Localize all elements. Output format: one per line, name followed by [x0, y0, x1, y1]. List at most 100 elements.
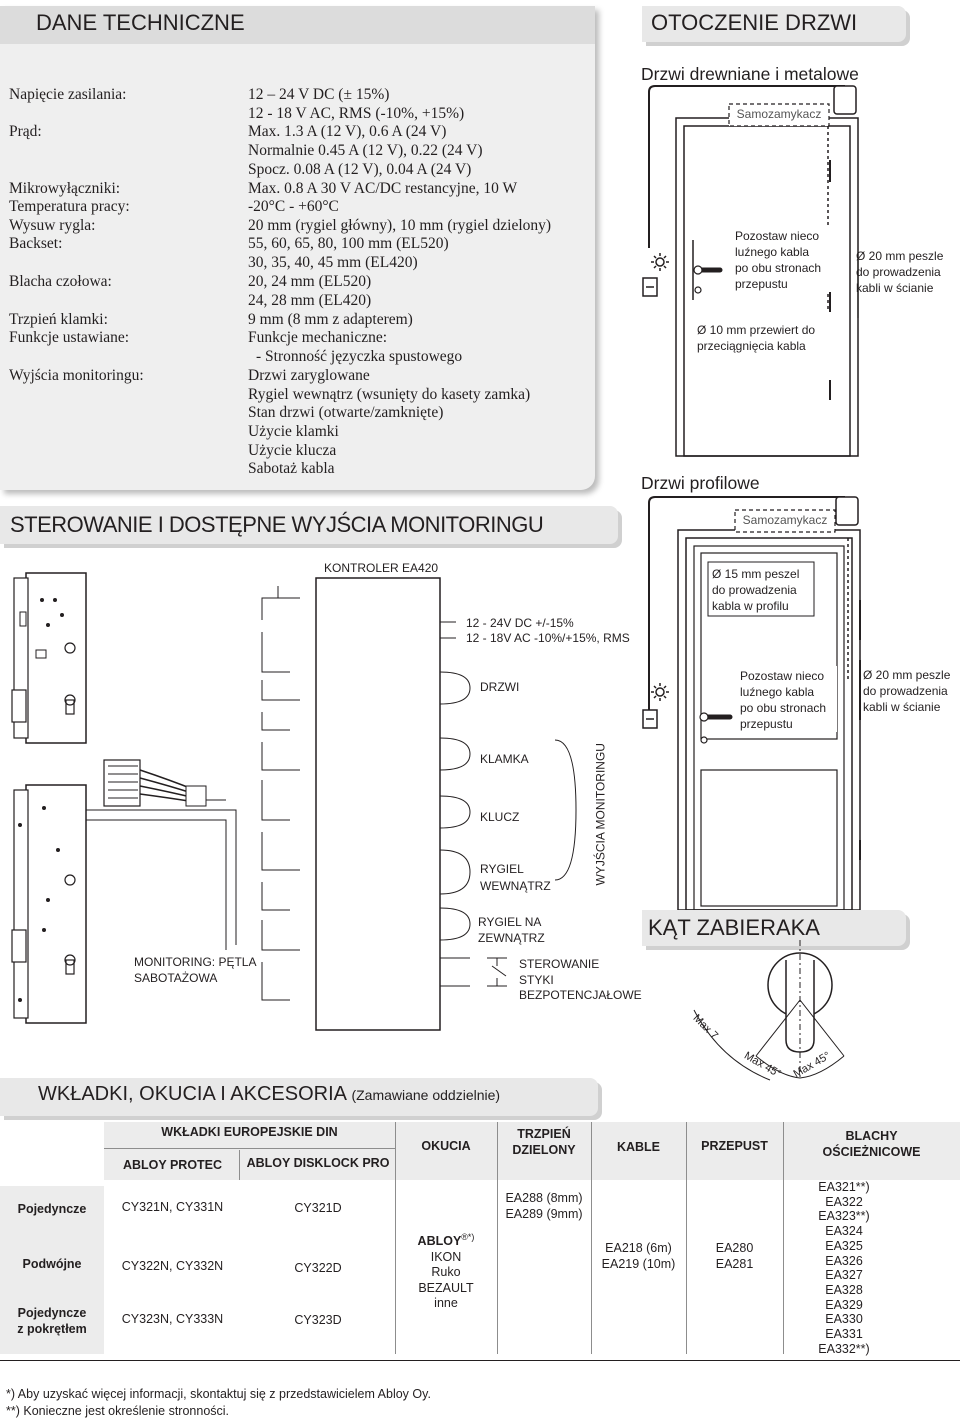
blachy-line: EA329 [825, 1297, 863, 1312]
okucia-line: inne [434, 1296, 458, 1311]
door-header [642, 6, 906, 42]
conduit-line: kabli w ścianie [863, 700, 941, 714]
table-rowsep [0, 1180, 960, 1186]
kable-cell: EA218 (6m) EA219 (10m) [591, 1241, 686, 1272]
table-divider [395, 1122, 396, 1354]
angle-header [642, 910, 906, 946]
col-blachy-line: BLACHY [845, 1129, 898, 1143]
table-header-bg [104, 1122, 960, 1180]
spec-label: Wysuw rygla: [9, 217, 96, 234]
blachy-line: EA330 [825, 1312, 863, 1327]
hole-10-label: Ø 10 mm przewiert do przeciągnięcia kabl… [697, 322, 815, 354]
output-bolt-in: RYGIEL WEWNĄTRZ [480, 861, 551, 895]
blachy-cell: EA321**) EA322 EA323**) EA324 EA325 EA32… [783, 1180, 905, 1356]
spec-value: Spocz. 0.08 A (12 V), 0.04 A (24 V) [248, 161, 472, 178]
okucia-line: IKON [430, 1249, 462, 1264]
spec-value: Stan drzwi (otwarte/zamknięte) [248, 404, 444, 421]
przepust-line: EA280 [715, 1241, 754, 1255]
table-rows-bg [0, 1180, 104, 1354]
output-bolt-out: RYGIEL NA ZEWNĄTRZ [478, 914, 545, 946]
spec-value: Funkcje mechaniczne: [248, 329, 388, 346]
disklock-cell: CY323D [294, 1313, 342, 1327]
kable-line: EA218 (6m) [605, 1241, 672, 1255]
col-blachy: BLACHY OŚCIEŻNICOWE [783, 1129, 960, 1160]
spec-value: 12 – 24 V DC (± 15%) [248, 86, 390, 103]
output-door: DRZWI [480, 680, 520, 694]
door-title: OTOCZENIE DRZWI [651, 10, 858, 35]
output-line: ZEWNĄTRZ [478, 931, 545, 945]
spec-value: 20 mm (rygiel główny), 10 mm (rygiel dzi… [248, 217, 552, 234]
table-divider [239, 1150, 240, 1180]
spec-label: Backset: [9, 235, 63, 252]
row-label-double: Podwójne [22, 1257, 82, 1271]
spec-value: Rygiel wewnątrz (wsunięty do kasety zamk… [248, 386, 531, 403]
tamper-line: SABOTAŻOWA [134, 970, 218, 985]
control-header [0, 506, 618, 544]
conduit-line: do prowadzenia [712, 583, 797, 597]
spec-label: Wyjścia monitoringu: [9, 367, 144, 384]
footnote: *) Aby uzyskać więcej informacji, skonta… [6, 1387, 431, 1401]
kable-line: EA219 (10m) [601, 1256, 676, 1271]
slack-line: luźnego kabla [740, 685, 815, 699]
hole-line: przeciągnięcia kabla [697, 339, 806, 353]
spec-value: 24, 28 mm (EL420) [248, 292, 372, 309]
conduit-line: Ø 20 mm peszle [856, 249, 944, 263]
slack-line: luźnego kabla [735, 245, 810, 259]
col-kable: KABLE [616, 1140, 661, 1154]
spec-label: Trzpień klamki: [9, 311, 108, 328]
spec-value: 20, 24 mm (EL520) [248, 273, 372, 290]
conduit-20-label: Ø 20 mm peszle do prowadzenia kabli w śc… [856, 248, 943, 296]
conduit-line: do prowadzenia [856, 265, 941, 279]
przepust-line: EA281 [715, 1256, 754, 1271]
okucia-mark: ®*) [461, 1232, 475, 1242]
okucia-line: ABLOY®*) [395, 1230, 497, 1250]
slack-line: przepustu [735, 277, 788, 291]
protec-cell: CY322N, CY332N [121, 1259, 224, 1273]
okucia-line: BEZAULT [418, 1280, 474, 1295]
protec-cell: CY323N, CY333N [121, 1312, 224, 1326]
okucia-cell: ABLOY®*) IKON Ruko BEZAULT inne [395, 1230, 497, 1312]
row-label-thumbturn: Pojedyncze z pokrętłem [0, 1306, 104, 1337]
spec-value: 9 mm (8 mm z adapterem) [248, 311, 413, 328]
spec-value: 30, 35, 40, 45 mm (EL420) [248, 254, 418, 271]
spec-value: Max. 0.8 A 30 V AC/DC restancyjne, 10 W [248, 180, 518, 197]
power-line: 12 - 18V AC -10%/+15%, RMS [466, 631, 630, 645]
output-key: KLUCZ [480, 810, 520, 824]
contacts-line: BEZPOTENCJAŁOWE [519, 988, 642, 1002]
spec-label: Temperatura pracy: [9, 198, 130, 215]
slack-line: przepustu [740, 717, 793, 731]
row-label-single: Pojedyncze [17, 1202, 87, 1216]
row-label-line: Pojedyncze [17, 1306, 87, 1320]
din-header: WKŁADKI EUROPEJSKIE DIN [161, 1125, 338, 1139]
trzpien-line: EA288 (8mm) [505, 1191, 583, 1205]
spec-label: Funkcje ustawiane: [9, 329, 130, 346]
spec-value: Max. 1.3 A (12 V), 0.6 A (24 V) [248, 123, 447, 140]
col-protec: ABLOY PROTEC [122, 1158, 223, 1172]
slack-line: po obu stronach [735, 261, 822, 275]
blachy-line: EA326 [825, 1253, 863, 1268]
accessories-title-text: WKŁADKI, OKUCIA I AKCESORIA [38, 1083, 346, 1105]
protec-cell: CY321N, CY331N [121, 1200, 224, 1214]
spec-label: Blacha czołowa: [9, 273, 112, 290]
spec-value: Normalnie 0.45 A (12 V), 0.22 (24 V) [248, 142, 483, 159]
trzpien-cell: EA288 (8mm) EA289 (9mm) [497, 1191, 591, 1222]
conduit-line: Ø 15 mm peszel [712, 567, 800, 581]
spec-label: Napięcie zasilania: [9, 86, 127, 103]
spec-value: Drzwi zaryglowane [248, 367, 370, 384]
conduit-20-label: Ø 20 mm peszle do prowadzenia kabli w śc… [863, 667, 950, 715]
output-line: WEWNĄTRZ [480, 879, 551, 893]
hole-line: Ø 10 mm przewiert do [697, 323, 816, 337]
accessories-header [0, 1078, 598, 1116]
col-trzpien-line: TRZPIEŃ [517, 1127, 571, 1141]
col-trzpien-line: DZIELONY [512, 1142, 576, 1157]
table-divider [497, 1122, 498, 1354]
col-disklock: ABLOY DISKLOCK PRO [246, 1156, 390, 1170]
slack-line: Pozostaw nieco [740, 669, 825, 683]
col-blachy-line: OŚCIEŻNICOWE [822, 1144, 921, 1159]
table-divider [783, 1122, 784, 1354]
accessories-title: WKŁADKI, OKUCIA I AKCESORIA (Zamawiane o… [38, 1083, 500, 1106]
slack-label: Pozostaw nieco luźnego kabla po obu stro… [735, 228, 821, 292]
blachy-line: EA332**) [818, 1341, 870, 1356]
blachy-line: EA323**) [818, 1209, 870, 1224]
